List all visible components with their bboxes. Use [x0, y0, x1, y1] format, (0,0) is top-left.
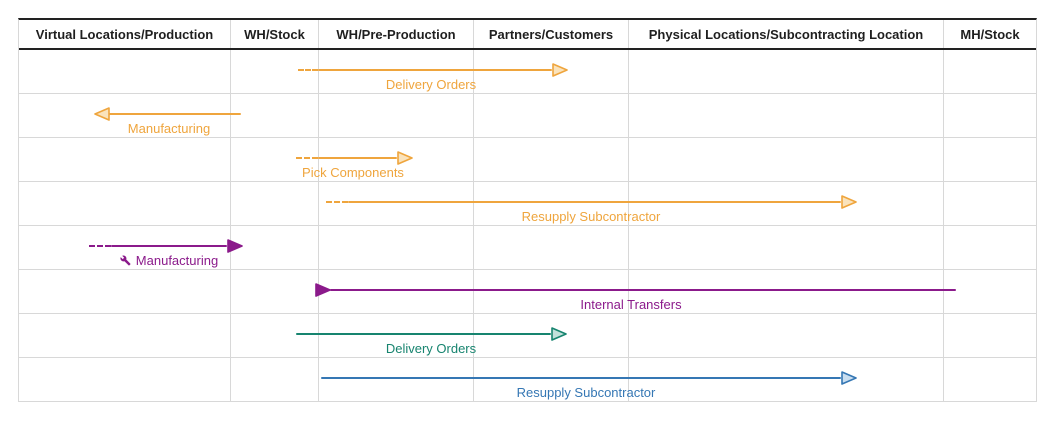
grid-cell	[474, 138, 629, 182]
grid-cell	[19, 314, 231, 358]
grid-cell	[629, 94, 944, 138]
grid-cell	[474, 182, 629, 226]
grid-cell	[319, 182, 474, 226]
grid-cell	[19, 94, 231, 138]
grid-cell	[231, 226, 319, 270]
grid-cell	[19, 138, 231, 182]
flow-table: Virtual Locations/Production WH/Stock WH…	[18, 18, 1037, 402]
grid-cell	[319, 314, 474, 358]
grid-cell	[231, 182, 319, 226]
column-header-mh-stock: MH/Stock	[960, 26, 1020, 42]
grid-cell	[19, 50, 231, 94]
grid-cell	[19, 182, 231, 226]
grid-cell	[944, 182, 1036, 226]
grid-cell	[231, 270, 319, 314]
grid-cell	[474, 226, 629, 270]
grid-cell	[944, 314, 1036, 358]
grid-cell	[474, 94, 629, 138]
grid-cell	[944, 138, 1036, 182]
grid-cell	[629, 270, 944, 314]
grid-cell	[319, 226, 474, 270]
grid-cell	[629, 182, 944, 226]
grid-cell	[629, 226, 944, 270]
grid-cell	[474, 314, 629, 358]
grid-cell	[944, 94, 1036, 138]
grid-cell	[231, 94, 319, 138]
grid-cell	[474, 270, 629, 314]
grid-cell	[319, 358, 474, 402]
grid-cell	[231, 314, 319, 358]
grid-cell	[231, 138, 319, 182]
grid-cell	[319, 270, 474, 314]
grid-cell	[629, 358, 944, 402]
grid-cell	[629, 50, 944, 94]
column-header-physical-locations-subcontracting: Physical Locations/Subcontracting Locati…	[629, 20, 944, 48]
grid-cell	[944, 226, 1036, 270]
grid-cell	[231, 50, 319, 94]
column-header-wh-pre-production: WH/Pre-Production	[319, 20, 474, 48]
grid-cell	[19, 270, 231, 314]
table-grid	[19, 50, 1036, 402]
column-header-partners-customers: Partners/Customers	[474, 20, 629, 48]
grid-cell	[19, 358, 231, 402]
grid-cell	[474, 50, 629, 94]
column-header-wh-stock: WH/Stock	[231, 20, 319, 48]
grid-cell	[944, 270, 1036, 314]
grid-cell	[231, 358, 319, 402]
grid-cell	[629, 314, 944, 358]
grid-cell	[319, 50, 474, 94]
grid-cell	[474, 358, 629, 402]
grid-cell	[19, 226, 231, 270]
grid-cell	[944, 358, 1036, 402]
grid-cell	[319, 94, 474, 138]
grid-cell	[629, 138, 944, 182]
grid-cell	[944, 50, 1036, 94]
column-header-virtual-locations-production: Virtual Locations/Production	[19, 20, 231, 48]
table-header-row: Virtual Locations/Production WH/Stock WH…	[19, 20, 1036, 50]
grid-cell	[319, 138, 474, 182]
